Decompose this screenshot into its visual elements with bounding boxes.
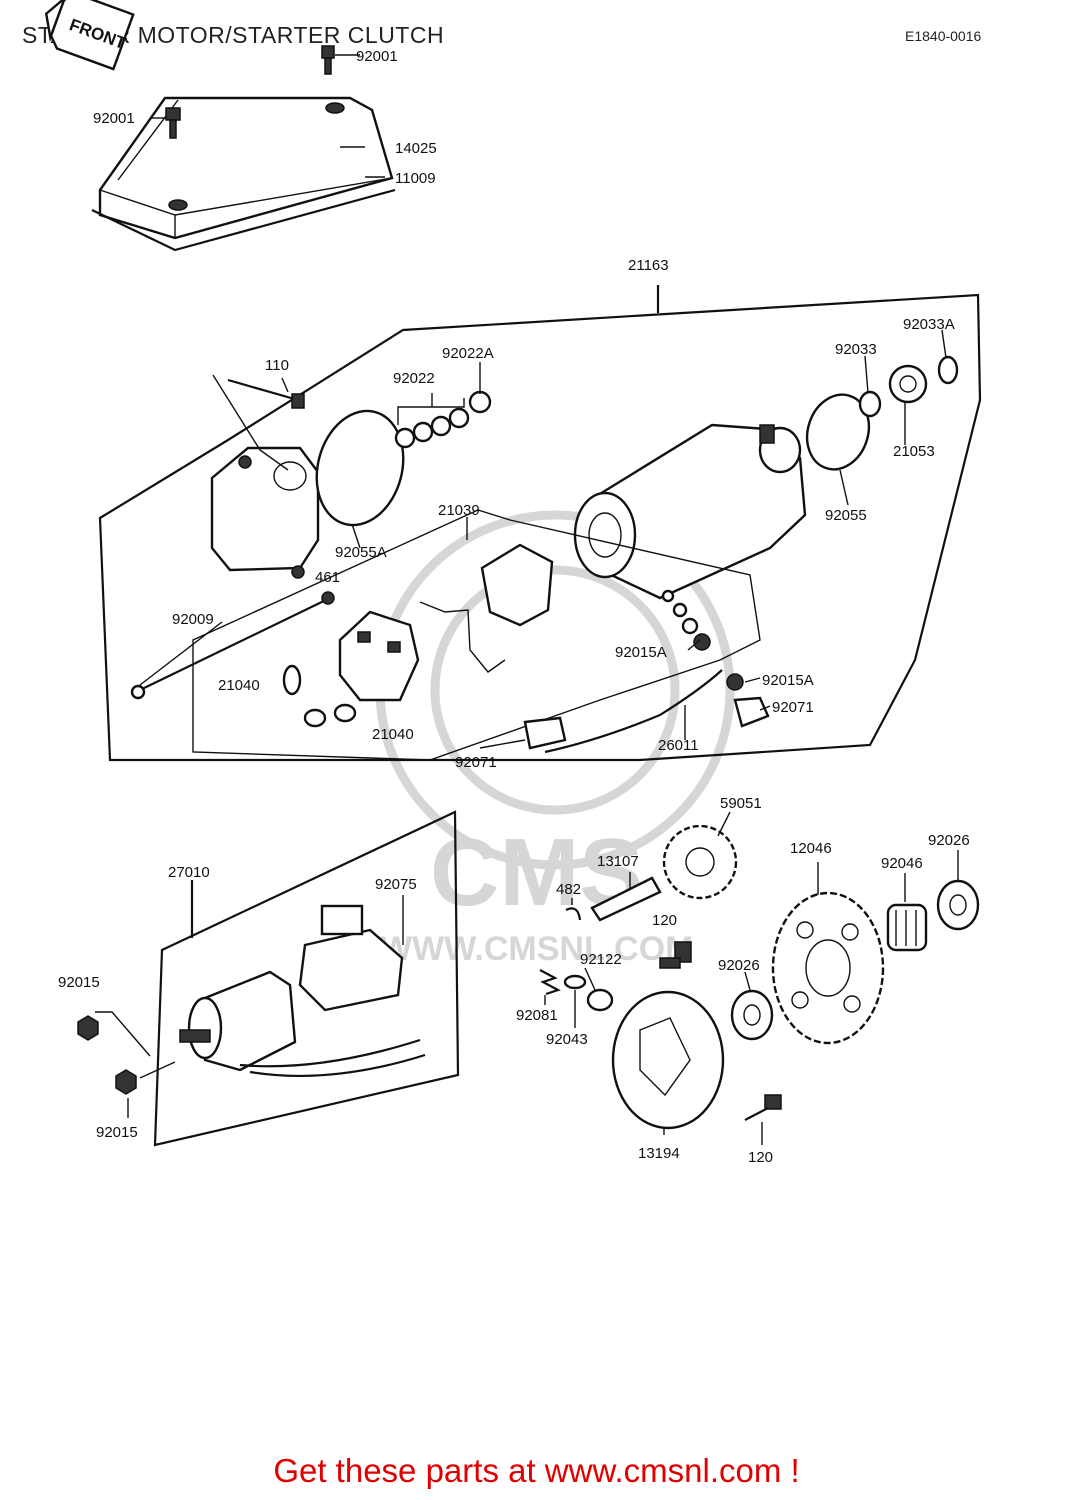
label-12046: 12046: [790, 840, 832, 857]
circlip-92033a: [937, 355, 959, 385]
nut-92015-a: [77, 1015, 99, 1041]
label-92009: 92009: [172, 611, 214, 628]
label-92015-b: 92015: [96, 1124, 138, 1141]
label-92022: 92022: [393, 370, 435, 387]
label-21040-b: 21040: [372, 726, 414, 743]
label-11009: 11009: [395, 170, 436, 187]
label-92033: 92033: [835, 341, 877, 358]
label-120-b: 120: [748, 1149, 773, 1166]
starter-motor-housing: [573, 423, 807, 600]
label-21040-a: 21040: [218, 677, 260, 694]
circlip-92033: [858, 390, 882, 418]
nut-92015-b: [115, 1069, 137, 1095]
label-92055: 92055: [825, 507, 867, 524]
label-482: 482: [556, 881, 581, 898]
label-92001-left: 92001: [93, 110, 135, 127]
spring-92081: [539, 969, 561, 996]
label-13194: 13194: [638, 1145, 680, 1162]
label-92015a-b: 92015A: [762, 672, 814, 689]
leader-lines: [139, 54, 947, 749]
plunger-92043: [563, 974, 587, 990]
brush-21040-c: [333, 703, 357, 723]
label-92022a: 92022A: [442, 345, 494, 362]
label-120-a: 120: [652, 912, 677, 929]
label-92075: 92075: [375, 876, 417, 893]
starter-cover-14025: [91, 96, 396, 252]
roller-92122: [586, 988, 614, 1012]
label-92001-top: 92001: [356, 48, 398, 65]
label-92033a: 92033A: [903, 316, 955, 333]
starter-clutch-13194: [611, 990, 725, 1130]
washer-92026-a: [936, 850, 980, 931]
end-cap: [210, 446, 320, 579]
brush-21040-b: [303, 708, 327, 728]
brush-holder: [338, 610, 420, 702]
o-ring-92055a: [315, 409, 405, 527]
gasket-11009: [91, 188, 396, 252]
label-110: 110: [265, 357, 289, 374]
label-92081: 92081: [516, 1007, 558, 1024]
label-21163: 21163: [628, 257, 669, 274]
pinion-gear-21053: [888, 364, 928, 404]
through-bolt-92009: [130, 591, 335, 700]
label-461: 461: [315, 569, 340, 586]
bolt-92001-top: [321, 45, 335, 75]
label-92043: 92043: [546, 1031, 588, 1048]
label-14025: 14025: [395, 140, 437, 157]
watermark-url: WWW.CMSNL.COM: [380, 930, 694, 968]
label-92026-b: 92026: [718, 957, 760, 974]
parts-diagram: CMS WWW.CMSNL.COM FRONT: [44, 0, 982, 1166]
relay-cover-92075: [298, 895, 404, 1012]
brush-bracket-21039: [419, 543, 554, 673]
cable-26011: [544, 669, 723, 754]
o-ring-92055: [805, 393, 871, 471]
label-92071-a: 92071: [455, 754, 497, 771]
washer-92026-b: [730, 989, 774, 1041]
diagram-code: E1840-0016: [905, 28, 982, 44]
label-92026-a: 92026: [928, 832, 970, 849]
gear-12046: [771, 862, 885, 1045]
footer-link[interactable]: Get these parts at www.cmsnl.com !: [273, 1452, 800, 1489]
label-27010: 27010: [168, 864, 210, 881]
label-92015a-a: 92015A: [615, 644, 667, 661]
starter-motor-assembly-outline: [98, 293, 982, 762]
label-92046: 92046: [881, 855, 923, 872]
bolt-120-b: [744, 1094, 782, 1145]
starter-relay-outline: [153, 810, 460, 1147]
front-arrow-icon: FRONT: [44, 0, 135, 71]
label-59051: 59051: [720, 795, 762, 812]
bolt-120-a: [659, 941, 692, 969]
shaft-13107: [590, 872, 662, 922]
sprocket-59051: [662, 811, 738, 900]
terminal-parts: [523, 589, 770, 750]
brush-21040-a: [282, 664, 302, 696]
label-92055a: 92055A: [335, 544, 387, 561]
label-21053: 21053: [893, 443, 935, 460]
washers-92022: [394, 390, 492, 449]
label-92071-b: 92071: [772, 699, 814, 716]
label-21039: 21039: [438, 502, 480, 519]
bolt-110: [227, 378, 305, 409]
label-26011: 26011: [658, 737, 699, 754]
needle-bearing-92046: [886, 873, 928, 952]
bolt-92001-left: [165, 107, 181, 139]
label-13107: 13107: [597, 853, 639, 870]
label-92015-a: 92015: [58, 974, 100, 991]
clip-482: [565, 907, 582, 921]
part-labels: 92001 92001 14025 11009 21163 92033A 920…: [58, 48, 970, 1166]
starter-relay-27010: [179, 970, 426, 1078]
label-92122: 92122: [580, 951, 622, 968]
